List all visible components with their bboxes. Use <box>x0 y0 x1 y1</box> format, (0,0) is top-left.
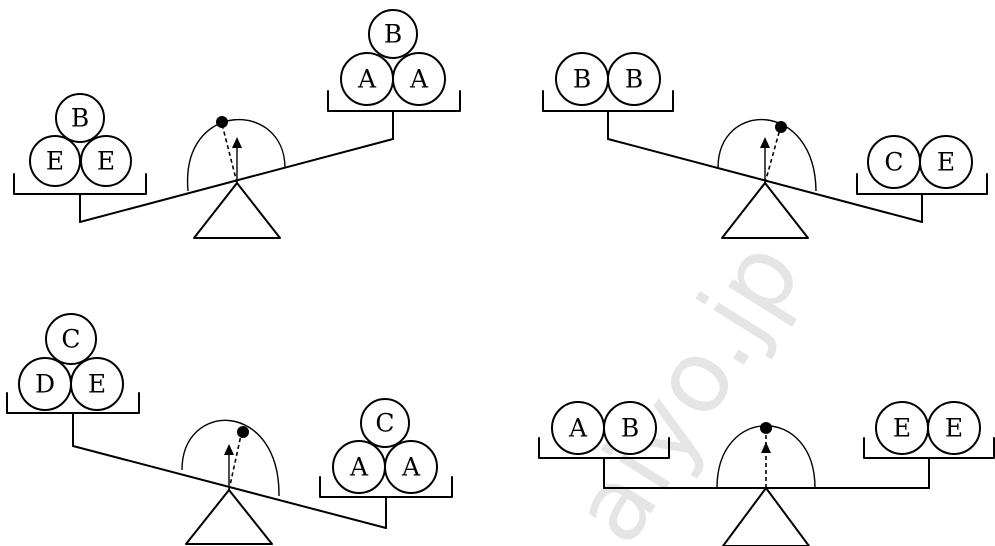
svg-text:B: B <box>384 20 402 49</box>
scale-3-left-pan <box>6 392 140 414</box>
weight: C <box>45 313 97 365</box>
weight: E <box>919 135 973 189</box>
scale-4-arrowhead-icon <box>761 442 771 453</box>
svg-text:C: C <box>375 409 394 438</box>
weight: B <box>603 401 657 455</box>
weight: B <box>55 93 105 143</box>
svg-text:A: A <box>357 65 377 94</box>
svg-text:E: E <box>945 414 963 443</box>
weight: B <box>368 9 418 59</box>
svg-text:B: B <box>71 104 89 133</box>
scale-1-dial <box>187 118 286 192</box>
svg-text:E: E <box>937 148 955 177</box>
svg-text:B: B <box>621 414 639 443</box>
scale-1-pointer-line <box>221 123 238 184</box>
scale-3-pointer-line <box>228 434 242 491</box>
svg-text:A: A <box>409 65 429 94</box>
weight: E <box>927 401 981 455</box>
scale-1: B E E B A A <box>13 9 461 239</box>
scale-2: B B C E <box>542 52 988 239</box>
scale-4-base <box>722 487 810 546</box>
svg-text:C: C <box>61 325 80 354</box>
watermark: aiyo.jp <box>549 220 823 546</box>
svg-text:B: B <box>625 65 643 94</box>
scale-3-right-pan <box>319 476 453 498</box>
scale-1-base <box>193 182 281 239</box>
svg-text:E: E <box>97 147 115 176</box>
svg-text:E: E <box>88 370 106 399</box>
scale-2-arrowhead-icon <box>760 137 770 148</box>
svg-text:A: A <box>349 453 369 482</box>
weight: E <box>70 357 124 411</box>
scale-4: A B E E <box>538 401 995 546</box>
svg-text:E: E <box>46 147 64 176</box>
scale-2-dial <box>717 118 817 192</box>
weight: E <box>80 135 132 187</box>
svg-text:A: A <box>401 453 421 482</box>
scale-4-left-pan <box>538 437 670 459</box>
svg-text:B: B <box>573 65 591 94</box>
svg-text:C: C <box>884 148 903 177</box>
scale-3-arrowhead-icon <box>224 444 234 455</box>
weight: D <box>18 357 72 411</box>
scale-2-pointer-tip <box>775 121 787 133</box>
svg-text:E: E <box>893 414 911 443</box>
scale-3-dial <box>181 419 280 497</box>
weight: C <box>360 398 410 448</box>
scale-2-base <box>721 182 809 239</box>
svg-text:A: A <box>568 414 588 443</box>
weight: A <box>332 440 386 494</box>
scale-4-right-pan <box>863 437 995 459</box>
scale-1-pointer-tip <box>216 116 228 128</box>
scale-2-right-pan <box>856 173 988 195</box>
scale-1-arrowhead-icon <box>232 137 242 148</box>
weight: A <box>551 401 605 455</box>
scale-4-pointer-tip <box>760 422 772 434</box>
svg-text:D: D <box>35 370 55 399</box>
weight: C <box>867 135 921 189</box>
weight: A <box>392 52 446 106</box>
weight: A <box>340 52 394 106</box>
scale-3: C D E C A A <box>6 313 453 545</box>
scale-3-pointer-tip <box>237 426 249 438</box>
weight: A <box>384 440 438 494</box>
scale-2-left-pan <box>542 90 674 112</box>
scale-2-pointer-line <box>764 128 781 184</box>
scale-1-right-pan <box>327 90 461 112</box>
weight: B <box>607 52 661 106</box>
weight: B <box>555 52 609 106</box>
weight: E <box>875 401 929 455</box>
weight: E <box>29 135 81 187</box>
scale-1-left-pan <box>13 173 147 195</box>
scale-3-base <box>185 489 273 545</box>
